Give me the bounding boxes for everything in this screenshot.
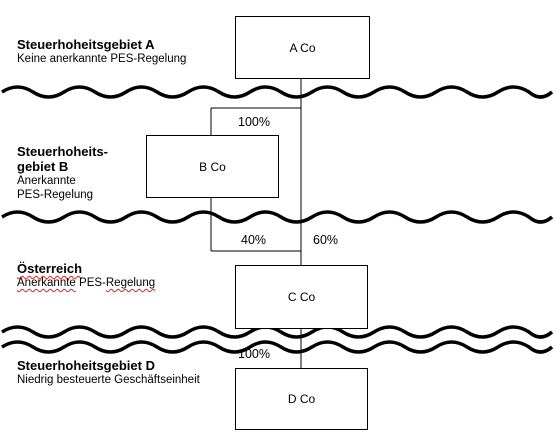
ownership-a-to-b: 100% xyxy=(238,115,270,129)
entity-d-co-label: D Co xyxy=(287,392,316,406)
jurisdiction-b-title-line2: gebiet B xyxy=(17,159,69,174)
jurisdiction-a-subtitle: Keine anerkannte PES-Regelung xyxy=(17,53,187,65)
jurisdiction-b-title-line1: Steuerhoheits- xyxy=(17,144,109,159)
jurisdiction-d-title: Steuerhoheitsgebiet D xyxy=(17,358,155,373)
ownership-a-to-c: 60% xyxy=(313,233,339,247)
entity-c-co: C Co xyxy=(235,265,368,329)
border-wave-3 xyxy=(1,325,554,339)
border-wave-2 xyxy=(1,210,554,224)
border-wave-4 xyxy=(1,340,554,354)
entity-b-co-label: B Co xyxy=(199,159,226,174)
ownership-c-to-d: 100% xyxy=(238,347,270,361)
jurisdiction-d-subtitle: Niedrig besteuerte Geschäftseinheit xyxy=(17,374,200,386)
jurisdiction-b-subtitle-line1: Anerkannte xyxy=(17,175,76,187)
entity-b-co: B Co xyxy=(146,135,279,198)
jurisdiction-a-title: Steuerhoheitsgebiet A xyxy=(17,37,155,52)
entity-d-co: D Co xyxy=(235,368,368,430)
austria-subtitle-part2: PES- xyxy=(75,277,106,289)
jurisdiction-b-subtitle-line2: PES-Regelung xyxy=(17,189,94,201)
entity-a-co: A Co xyxy=(235,16,370,79)
austria-subtitle-part1: Anerkannte xyxy=(17,277,76,289)
border-wave-1 xyxy=(1,85,554,99)
ownership-b-to-c: 40% xyxy=(241,233,267,247)
entity-a-co-label: A Co xyxy=(289,40,316,55)
jurisdiction-austria-title: Österreich xyxy=(17,261,83,276)
entity-c-co-label: C Co xyxy=(287,290,316,304)
austria-subtitle-part3: Regelung xyxy=(105,277,156,289)
jurisdiction-austria-subtitle: Anerkannte PES-Regelung xyxy=(17,277,155,290)
